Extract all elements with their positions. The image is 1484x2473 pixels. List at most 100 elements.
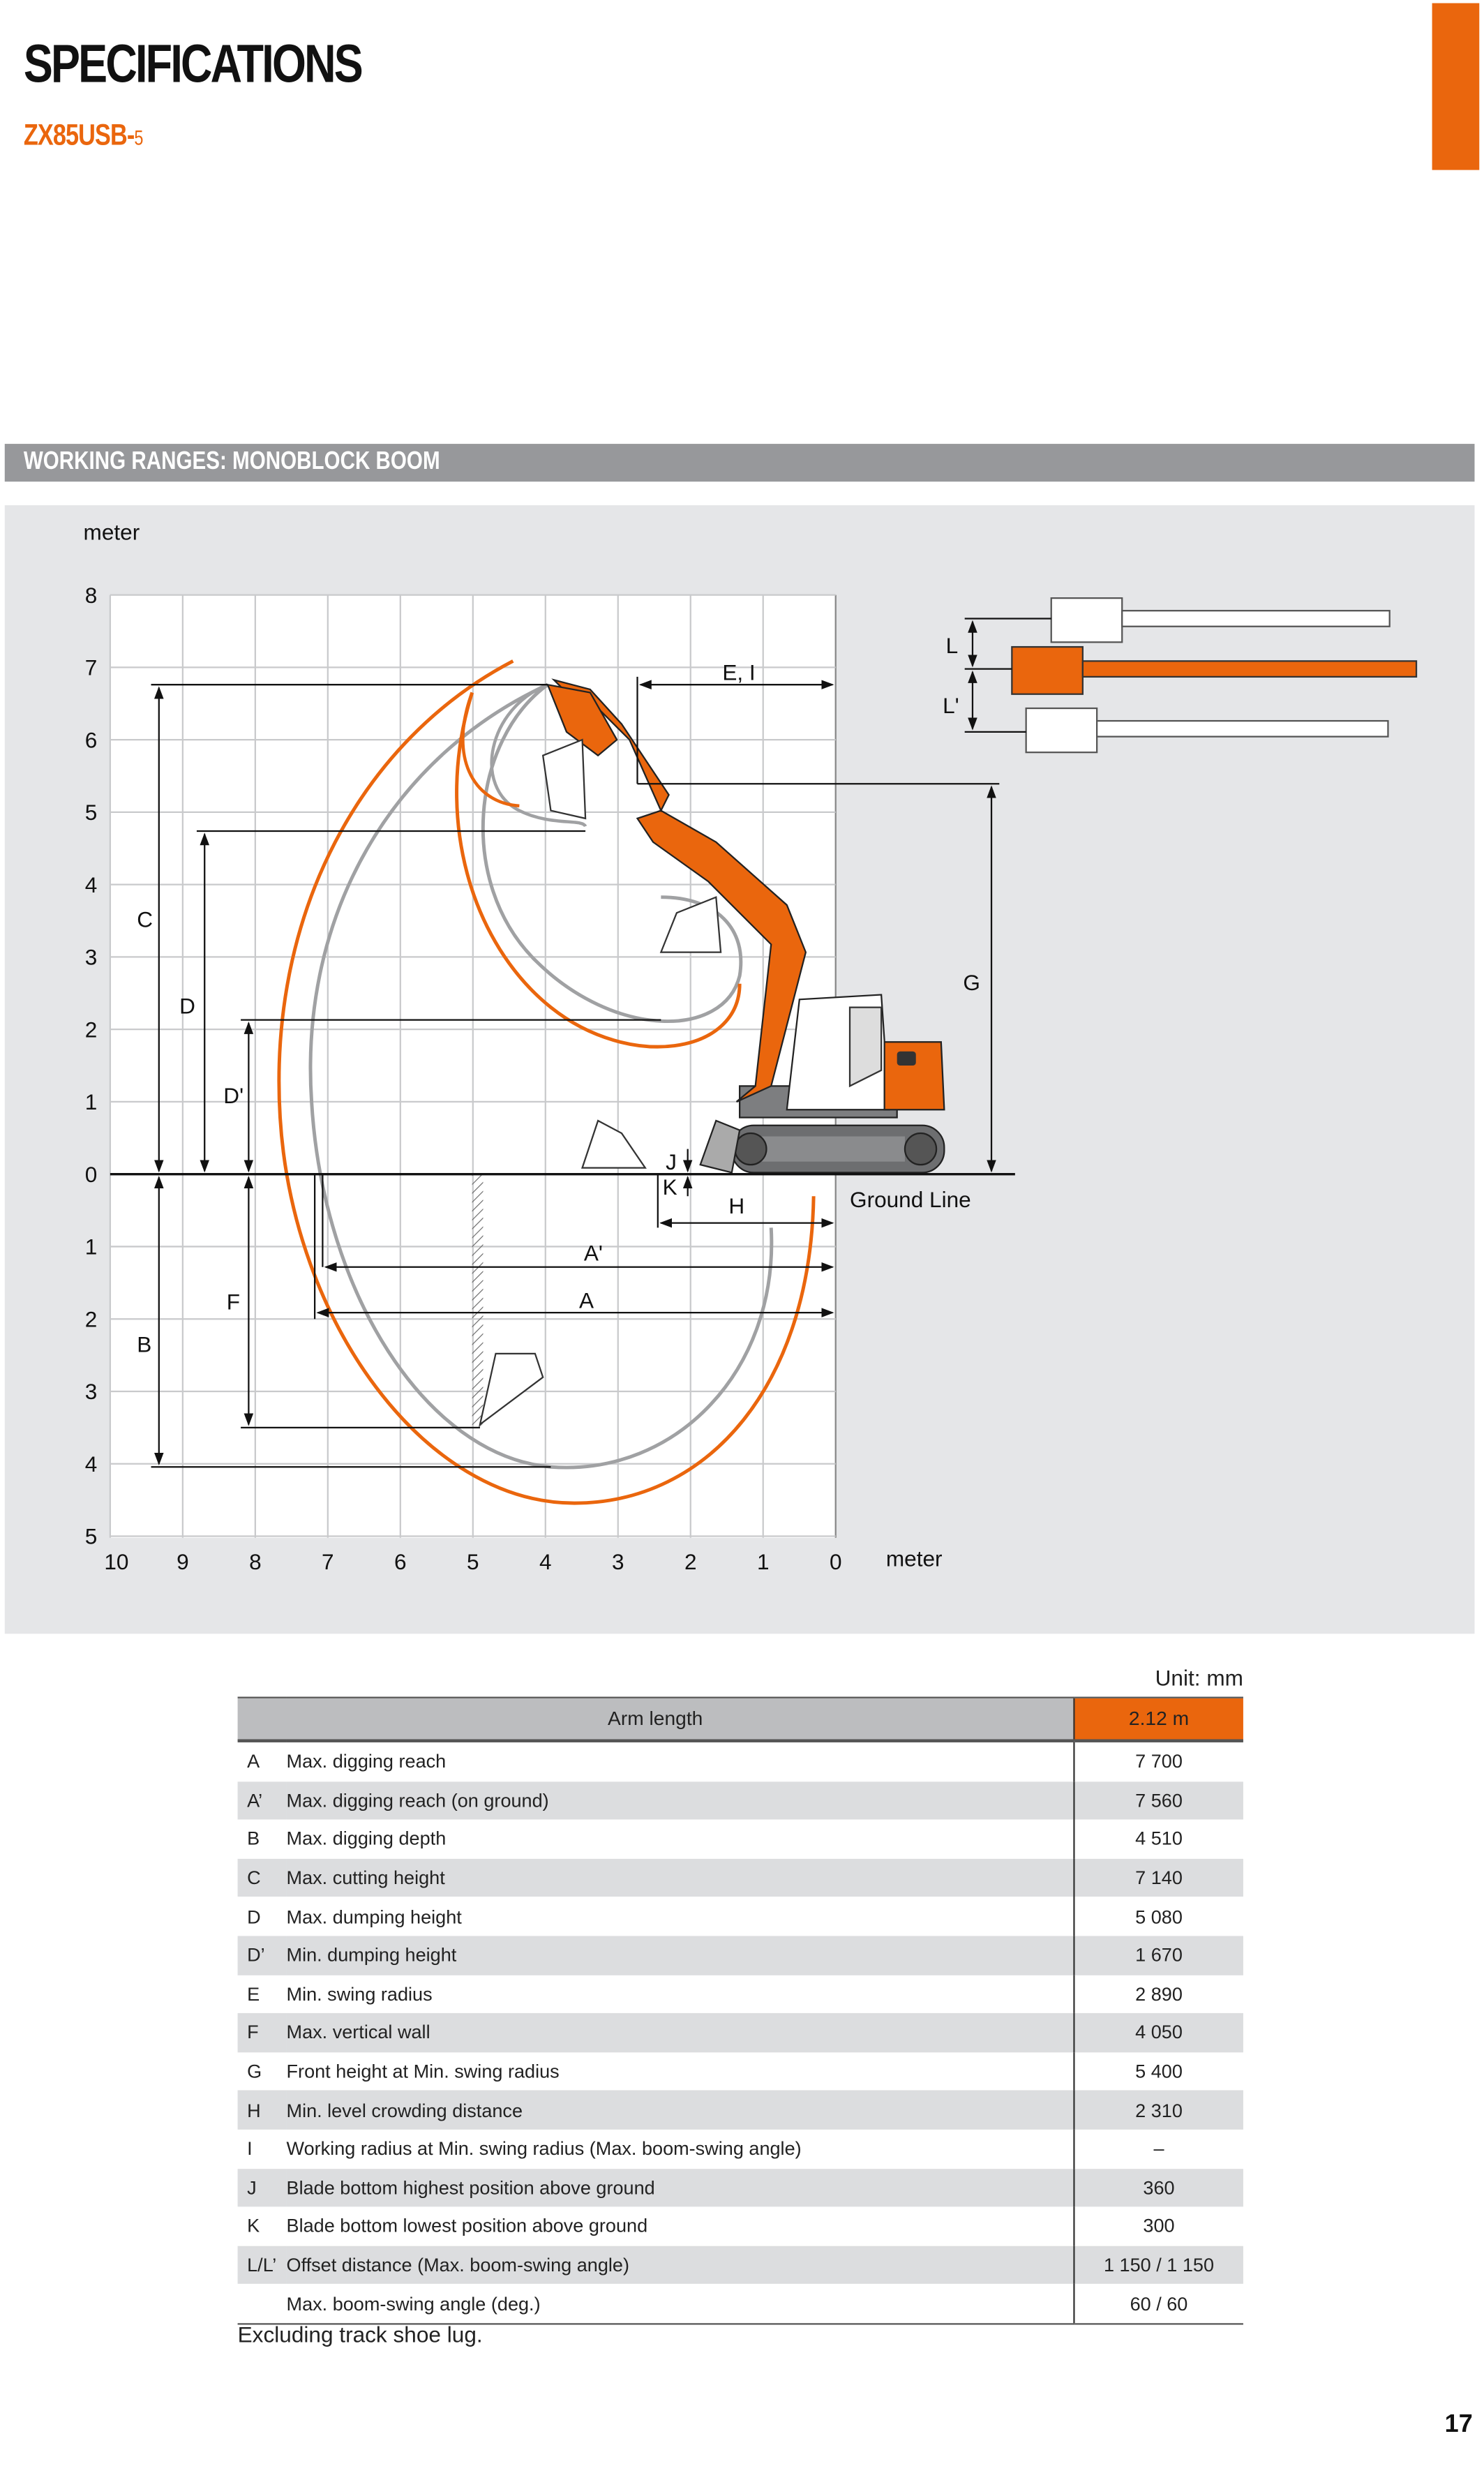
x-tick-label: 4 [539, 1549, 552, 1574]
row-key: J [237, 2168, 287, 2207]
y-tick-label: 7 [85, 655, 98, 680]
orange-dump-envelope [461, 692, 520, 808]
gray-outer-envelope [308, 682, 774, 1470]
y-tick-label: 2 [85, 1306, 98, 1331]
y-tick-label: 2 [85, 1017, 98, 1042]
x-tick-label: 6 [394, 1549, 407, 1574]
ground-line-label: Ground Line [850, 1187, 971, 1212]
row-value: 360 [1072, 2168, 1243, 2207]
label-L: L [946, 633, 959, 658]
excavator-side-view [479, 678, 945, 1427]
row-label: Max. vertical wall [286, 2013, 1074, 2052]
model-name: ZX85USB-5 [24, 119, 144, 154]
row-key: K [247, 2215, 260, 2238]
row-label: Min. level crowding distance [286, 2091, 1074, 2130]
row-label: Min. dumping height [286, 1936, 1074, 1975]
table-header-row: Arm length 2.12 m [237, 1696, 1243, 1742]
row-label: Blade bottom highest position above grou… [286, 2168, 1074, 2207]
label-J: J [666, 1149, 677, 1174]
y-tick-label: 1 [85, 1234, 98, 1260]
row-value: 300 [1072, 2206, 1243, 2246]
gray-inner-envelope [481, 683, 743, 1024]
row-key: L/L’ [237, 2246, 287, 2285]
dimension-lines [110, 676, 1015, 1468]
vertical-wall-hatch [472, 1174, 484, 1428]
row-value: 4 050 [1072, 2013, 1243, 2052]
row-label: Max. digging depth [286, 1828, 447, 1851]
label-K: K [663, 1174, 677, 1200]
arm-length-header: Arm length [237, 1696, 1074, 1742]
x-tick-label: 7 [322, 1549, 334, 1574]
row-value: 1 670 [1072, 1936, 1243, 1975]
y-tick-label: 1 [85, 1089, 98, 1114]
arm-length-value-header: 2.12 m [1072, 1696, 1243, 1742]
y-tick-label: 4 [85, 872, 98, 897]
gray-dump-envelope [490, 683, 587, 828]
row-key: F [237, 2013, 287, 2052]
row-label: Max. dumping height [286, 1905, 462, 1928]
label-G: G [963, 970, 980, 995]
x-axis-unit: meter [886, 1546, 943, 1571]
page-title: SPECIFICATIONS [23, 34, 363, 95]
row-label: Blade bottom lowest position above groun… [286, 2215, 648, 2238]
section-title: WORKING RANGES: MONOBLOCK BOOM [23, 448, 440, 476]
table-row: A’Max. digging reach (on ground)7 560 [237, 1781, 1243, 1820]
orange-outer-envelope [277, 659, 816, 1505]
unit-label: Unit: mm [1155, 1665, 1243, 1691]
section-tab-marker [1432, 3, 1480, 170]
row-value: 2 310 [1072, 2091, 1243, 2130]
orange-inner-envelope [455, 692, 742, 1049]
y-tick-label: 5 [85, 800, 98, 825]
row-key: B [247, 1828, 260, 1851]
row-label: Working radius at Min. swing radius (Max… [286, 2137, 802, 2160]
y-tick-label: 3 [85, 945, 98, 970]
y-tick-label: 5 [85, 1524, 98, 1549]
label-E-I: E, I [722, 659, 755, 685]
dimension-labels: C D D' B F A' A E, I G H J K L L' Ground… [137, 633, 980, 1357]
row-label: Offset distance (Max. boom-swing angle) [286, 2246, 1074, 2285]
table-row: Max. boom-swing angle (deg.)60 / 60 [237, 2284, 1243, 2325]
x-tick-label: 8 [249, 1549, 262, 1574]
row-key: G [247, 2060, 262, 2083]
y-tick-label: 6 [85, 727, 98, 752]
row-value: 60 / 60 [1072, 2284, 1243, 2325]
row-label: Min. swing radius [286, 1982, 433, 2005]
row-key: A’ [237, 1781, 287, 1820]
y-axis-unit: meter [84, 520, 140, 545]
label-C: C [137, 907, 153, 932]
row-key: D [247, 1905, 261, 1928]
row-key: D’ [237, 1936, 287, 1975]
label-F: F [227, 1290, 240, 1315]
label-A-prime: A' [584, 1241, 603, 1266]
row-value: 7 560 [1072, 1781, 1243, 1820]
x-tick-label: 9 [177, 1549, 189, 1574]
label-A: A [579, 1287, 594, 1313]
footnote: Excluding track shoe lug. [237, 2322, 483, 2347]
row-value: 2 890 [1072, 1974, 1243, 2014]
section-header-bar: WORKING RANGES: MONOBLOCK BOOM [4, 444, 1475, 482]
x-tick-label: 10 [104, 1549, 128, 1574]
label-L-prime: L' [943, 693, 959, 718]
y-tick-label: 8 [85, 583, 98, 608]
x-tick-label: 2 [684, 1549, 697, 1574]
row-value: 1 150 / 1 150 [1072, 2246, 1243, 2285]
row-label: Front height at Min. swing radius [286, 2060, 560, 2083]
label-D-prime: D' [223, 1083, 243, 1108]
x-tick-label: 0 [830, 1549, 842, 1574]
row-key: I [247, 2137, 253, 2160]
row-value: 4 510 [1072, 1819, 1243, 1859]
table-row: L/L’Offset distance (Max. boom-swing ang… [237, 2246, 1243, 2285]
label-H: H [728, 1193, 744, 1218]
row-key: A [247, 1750, 260, 1773]
page-number: 17 [1444, 2411, 1473, 2438]
table-row: I Working radius at Min. swing radius (Ma… [238, 2129, 1243, 2169]
